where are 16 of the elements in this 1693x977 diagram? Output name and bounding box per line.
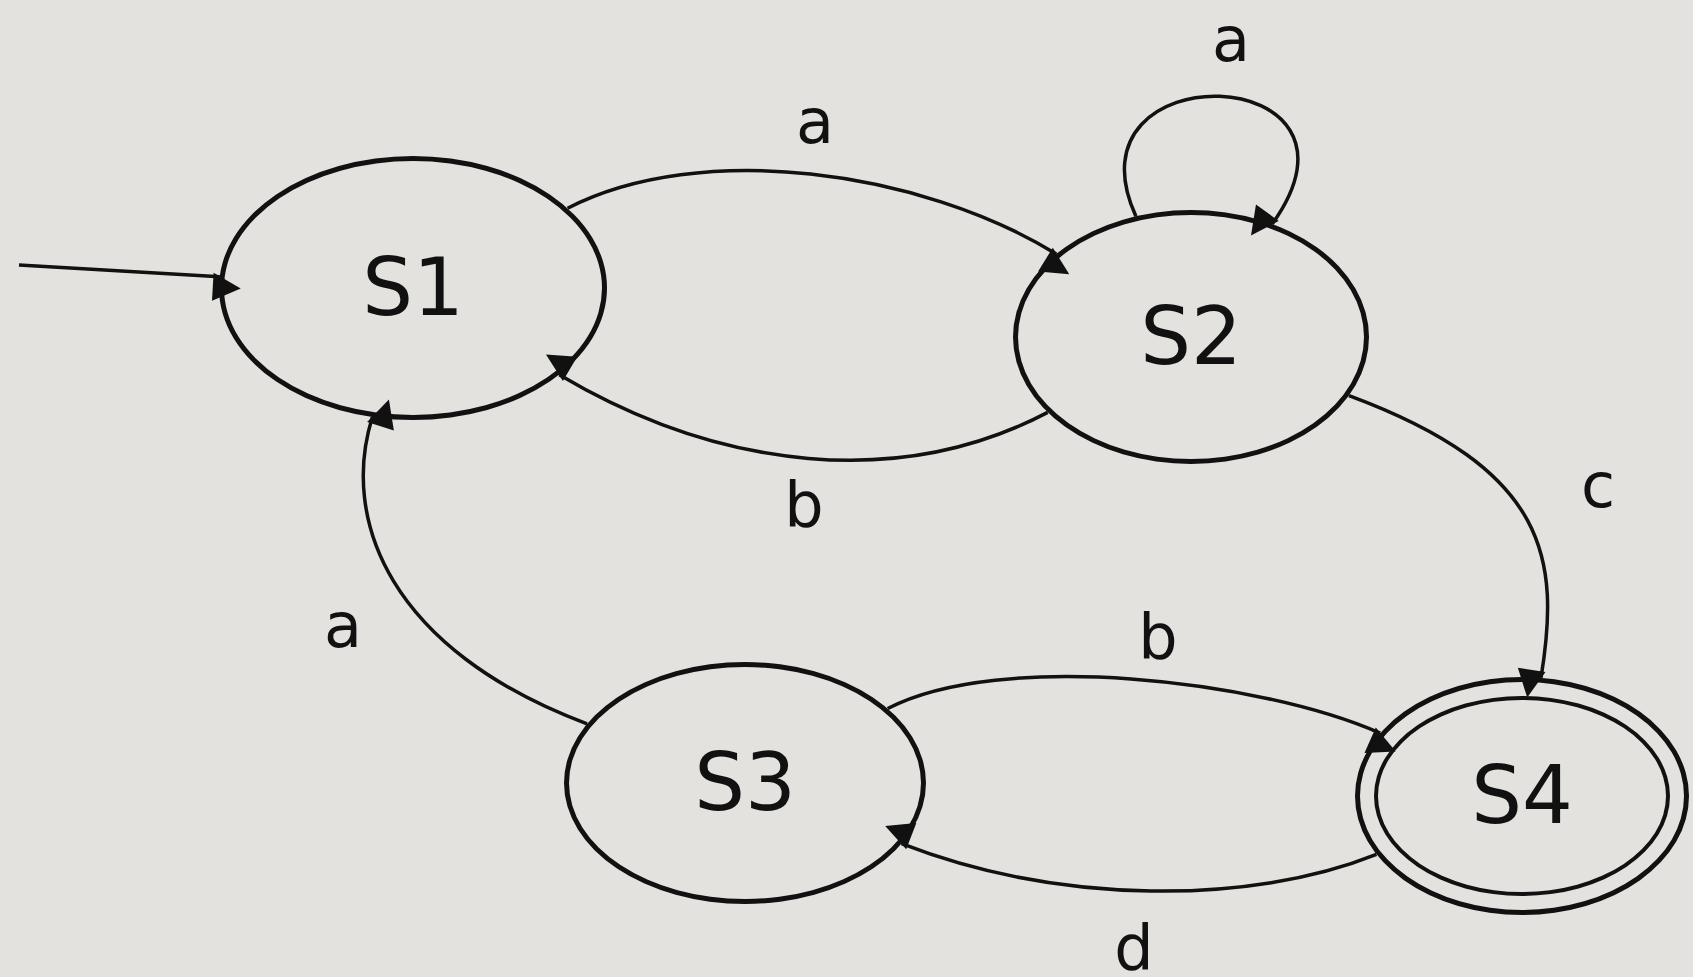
arrow bbox=[1123, 94, 1300, 238]
arrow bbox=[566, 169, 1071, 274]
arrow bbox=[361, 398, 588, 726]
state-circle bbox=[564, 662, 926, 904]
arrow bbox=[545, 355, 1049, 462]
state-label: S2 bbox=[1140, 297, 1242, 377]
state-circle bbox=[219, 156, 607, 420]
state-label: S4 bbox=[1471, 756, 1573, 836]
arrow bbox=[887, 675, 1397, 754]
arrow bbox=[884, 822, 1378, 893]
arrow bbox=[1348, 393, 1550, 698]
state-circle bbox=[1013, 210, 1369, 464]
state-label: S3 bbox=[694, 743, 796, 823]
state-label: S1 bbox=[362, 248, 464, 328]
arrow bbox=[18, 263, 241, 301]
accept-state-circle bbox=[1355, 677, 1689, 915]
